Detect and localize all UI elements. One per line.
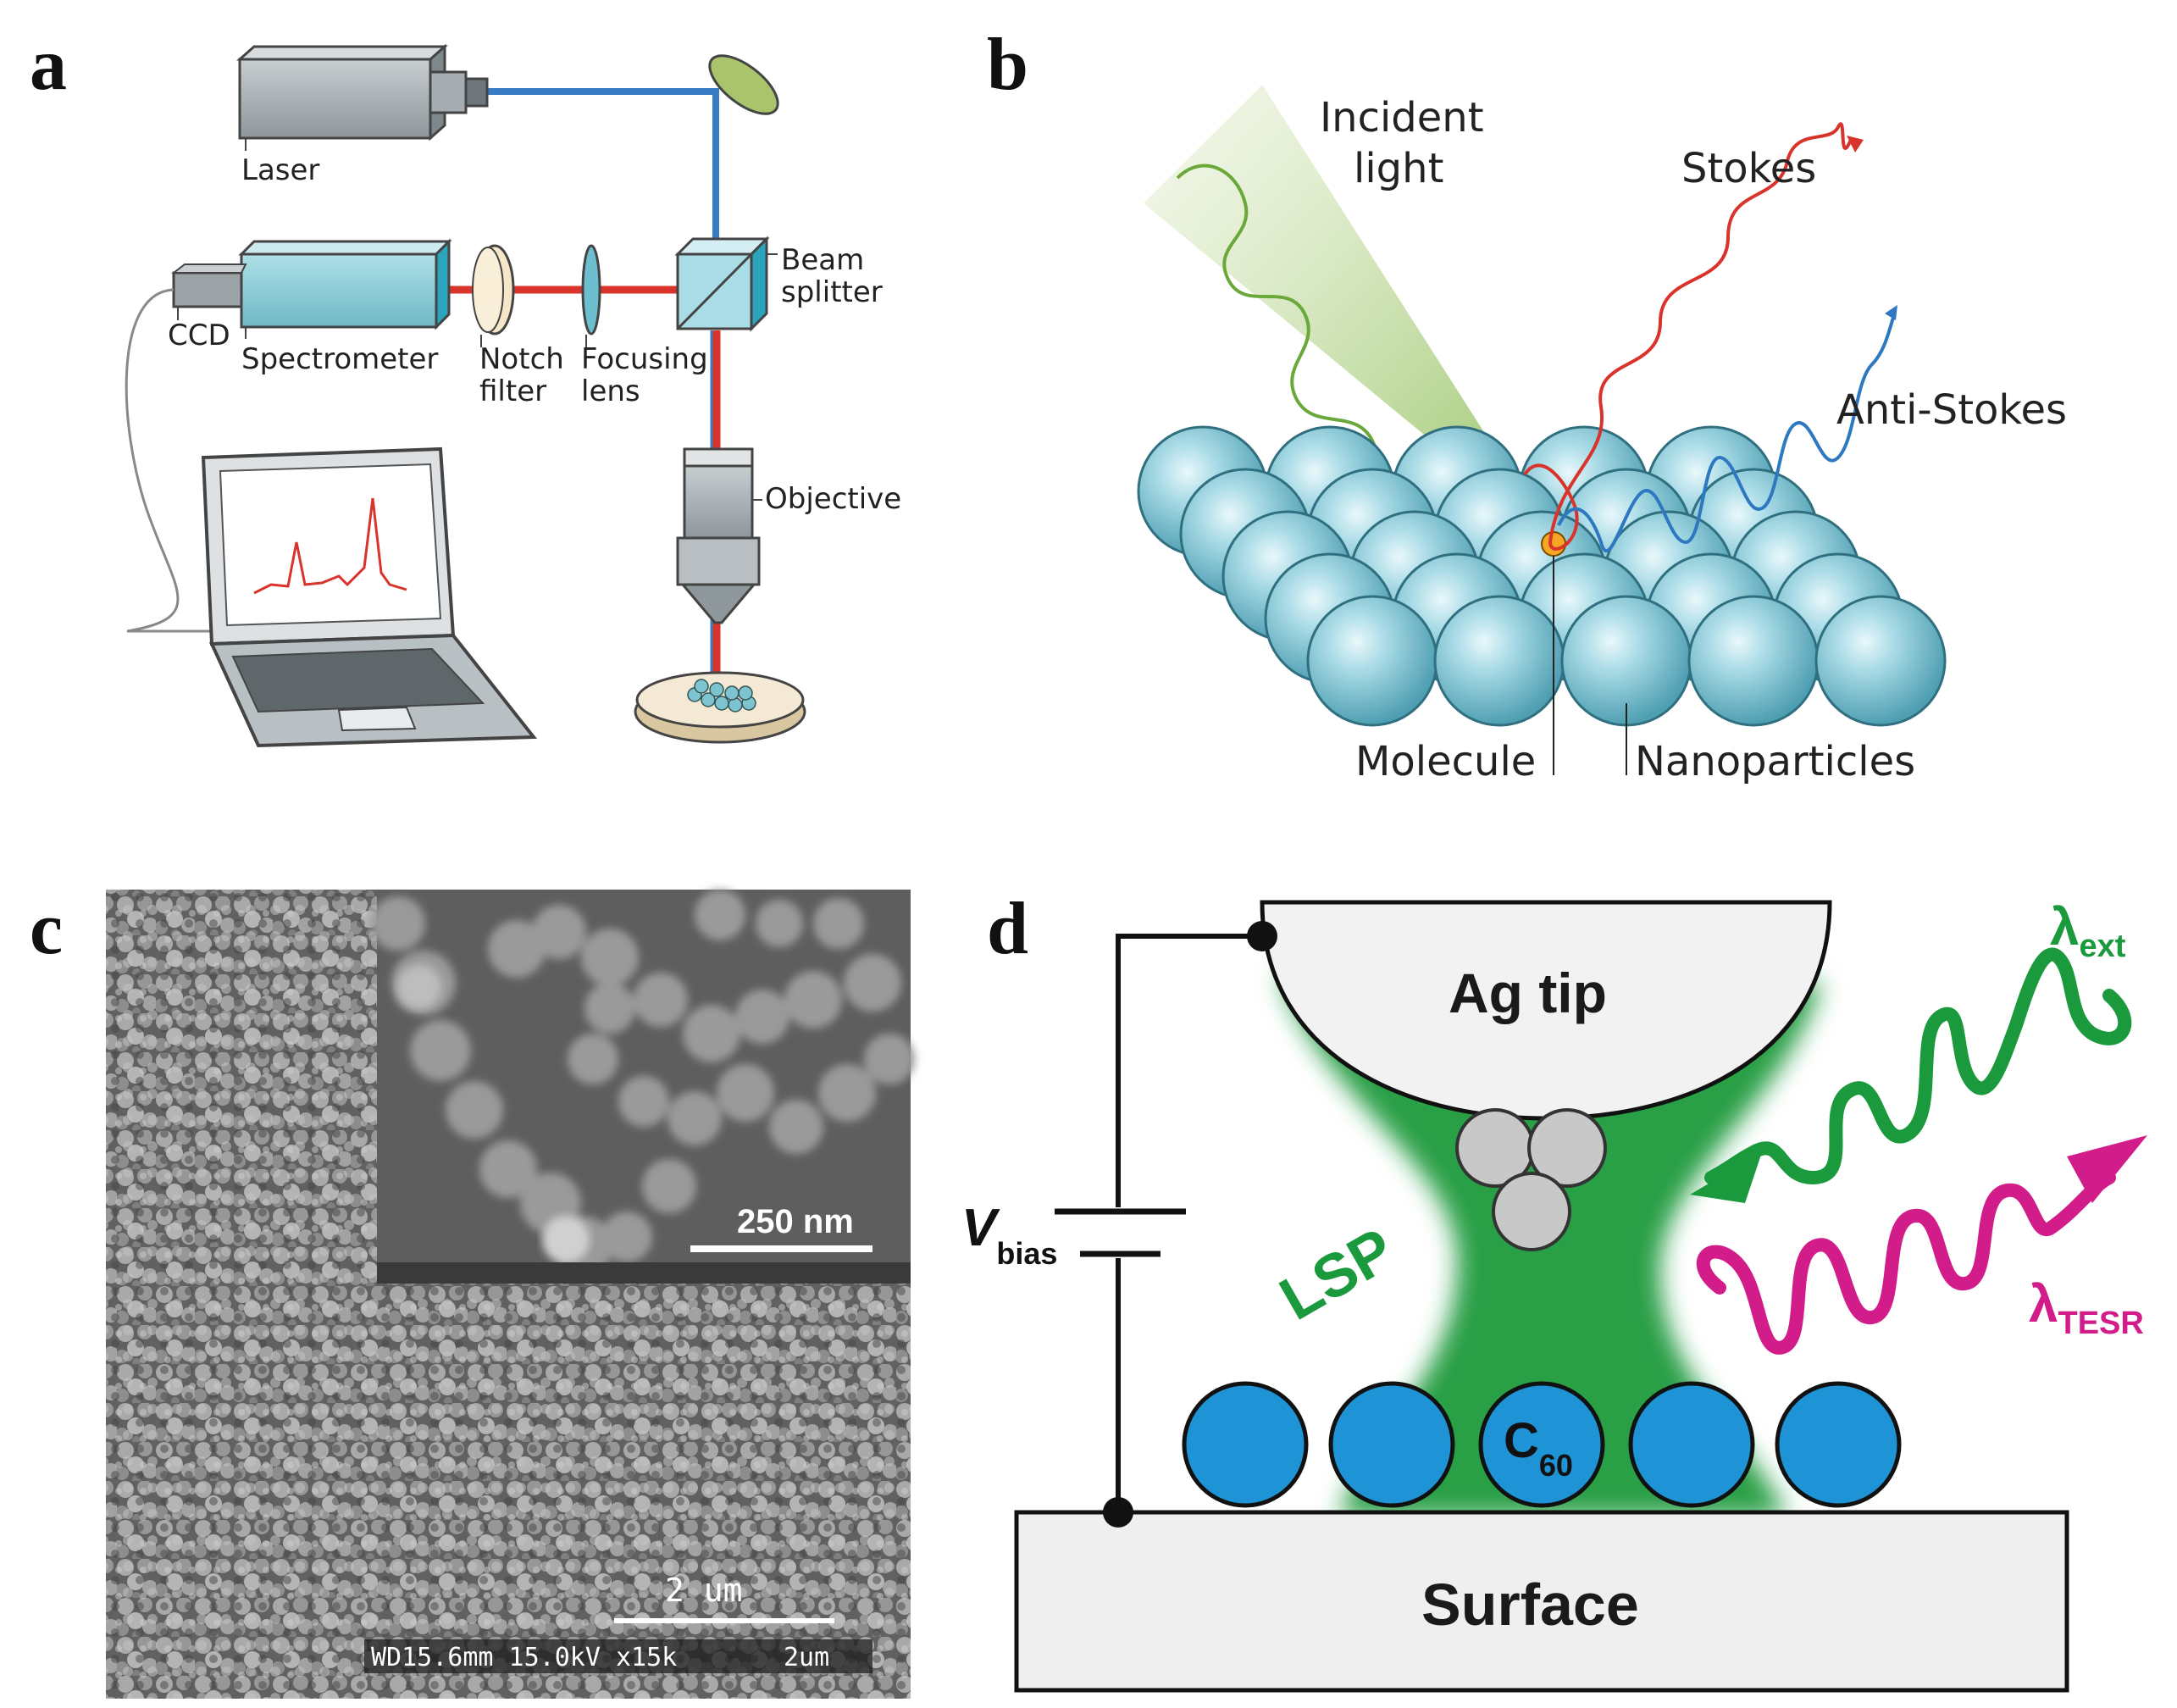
antistokes-wave [1557, 317, 1895, 552]
main-scale-label: 2 um [665, 1572, 743, 1609]
sem-info-scale: 2um [784, 1643, 829, 1672]
panel-c-letter: c [30, 888, 63, 970]
beam-splitter [674, 236, 770, 332]
tip-molecules [1455, 1108, 1607, 1251]
lext-main: λ [2050, 898, 2079, 957]
incident-label-2: light [1354, 145, 1443, 192]
laser-label: Laser [241, 153, 319, 187]
nanoparticle [1814, 595, 1947, 727]
ltesr-label: λTESR [2029, 1275, 2144, 1341]
sem-info-bar: WD15.6mm 15.0kV x15k [371, 1643, 677, 1672]
molecule [1541, 531, 1566, 557]
c60-main: C [1504, 1413, 1539, 1468]
lext-label: λext [2050, 898, 2126, 964]
excitation-wave [1704, 947, 2132, 1185]
nanoparticles [1137, 425, 1947, 727]
nanoparticle [1687, 595, 1820, 727]
panel-d: d Ag tip Surface C60 [961, 888, 2147, 1693]
panel-a-letter: a [30, 24, 67, 106]
focusing-label-1: Focusing [581, 342, 708, 376]
focusing-lens [581, 244, 601, 336]
spectrometer [171, 238, 452, 330]
spectrometer-label: Spectrometer [241, 342, 438, 376]
tesr-wave [1696, 1171, 2116, 1355]
c60-label: C60 [1504, 1413, 1573, 1483]
panel-b: b Incident light Stokes Anti-Stokes Mole… [987, 24, 2067, 785]
laser-beam [483, 88, 719, 288]
lext-sub: ext [2079, 929, 2125, 964]
beam-label-1: Beam [781, 243, 864, 277]
ltesr-main: λ [2029, 1275, 2058, 1334]
molecule-label: Molecule [1355, 738, 1536, 785]
ltesr-sub: TESR [2058, 1306, 2143, 1341]
notch-label-2: filter [479, 374, 546, 408]
objective [676, 447, 761, 624]
vbias-sub: bias [996, 1236, 1057, 1271]
stokes-arrowhead [1847, 136, 1864, 152]
laptop [201, 446, 538, 748]
incident-label-1: Incident [1320, 94, 1484, 141]
laser-device [236, 43, 489, 141]
nanoparticle [1306, 595, 1438, 727]
objective-label: Objective [765, 482, 901, 516]
vbias-main: V [961, 1199, 1000, 1257]
ccd-label: CCD [168, 319, 230, 352]
panel-c: c 250 nm [30, 888, 915, 1699]
antistokes-label: Anti-Stokes [1836, 386, 2067, 434]
beam-label-2: splitter [781, 275, 883, 309]
stokes-wave [1523, 122, 1853, 551]
tesr-arrowhead [2067, 1135, 2147, 1203]
panel-a: a Laser CCD [30, 24, 901, 748]
stokes-label: Stokes [1681, 145, 1816, 192]
inset-scale-label: 250 nm [737, 1203, 854, 1240]
bias-circuit [1055, 921, 1277, 1528]
surface-label: Surface [1421, 1572, 1639, 1638]
mirror [708, 54, 779, 115]
excitation-arrowhead [1690, 1152, 1762, 1203]
panel-d-letter: d [987, 888, 1028, 970]
inset-scale-bar [690, 1245, 872, 1252]
notch-label-1: Notch [479, 342, 564, 376]
ag-tip-label: Ag tip [1449, 962, 1607, 1024]
antistokes-arrowhead [1885, 305, 1897, 320]
vbias-label: Vbias [961, 1199, 1057, 1271]
sem-inset-image [371, 890, 915, 1284]
main-scale-bar [614, 1618, 834, 1623]
nanoparticles-label: Nanoparticles [1635, 738, 1915, 785]
c60-row [1182, 1381, 1902, 1508]
lsp-label: LSP [1269, 1216, 1405, 1334]
c60-sub: 60 [1539, 1448, 1573, 1483]
ccd-cable [125, 288, 212, 633]
notch-filter [472, 244, 515, 336]
panel-b-letter: b [987, 24, 1028, 106]
nanoparticle [1433, 595, 1565, 727]
focusing-label-2: lens [581, 374, 640, 408]
surface [1014, 1510, 2069, 1693]
sample-dish [634, 671, 806, 744]
